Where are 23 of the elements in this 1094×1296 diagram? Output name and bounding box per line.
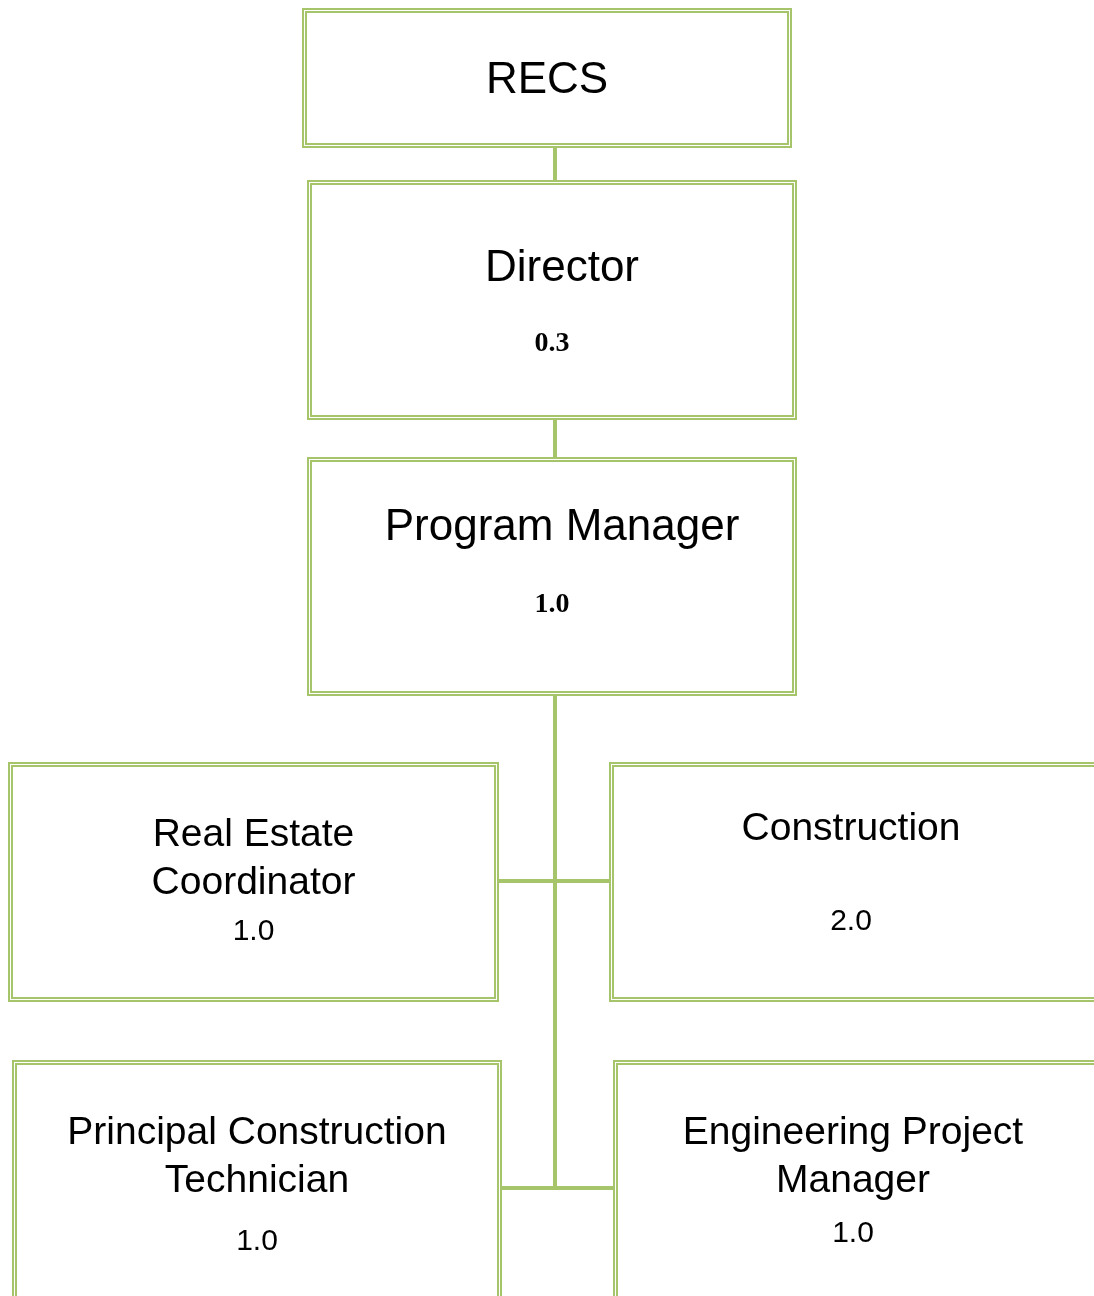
role-title: Engineering Project Manager [681,1108,1025,1202]
staff-count: 1.0 [832,1214,874,1250]
role-box [609,762,1094,1002]
connector-line [553,696,613,1190]
staff-count: 2.0 [830,902,872,938]
role-box [302,8,792,148]
role-title: Construction [741,804,961,850]
staff-count: 1.0 [236,1222,278,1258]
role-box [307,180,797,420]
role-box [8,762,499,1002]
role-box [307,457,797,696]
connector-line [553,148,557,180]
role-box [12,1060,502,1296]
staff-count: 0.3 [534,325,570,359]
role-title: Director [484,241,639,291]
role-title: Principal Construction Technician [66,1108,448,1202]
staff-count: 1.0 [534,586,570,620]
role-title: RECS [485,53,609,103]
staff-count: 1.0 [232,912,275,948]
connector-line [553,420,557,457]
role-box [613,1060,1094,1296]
role-title: Program Manager [383,500,740,550]
role-title: Real Estate Coordinator [150,810,357,904]
